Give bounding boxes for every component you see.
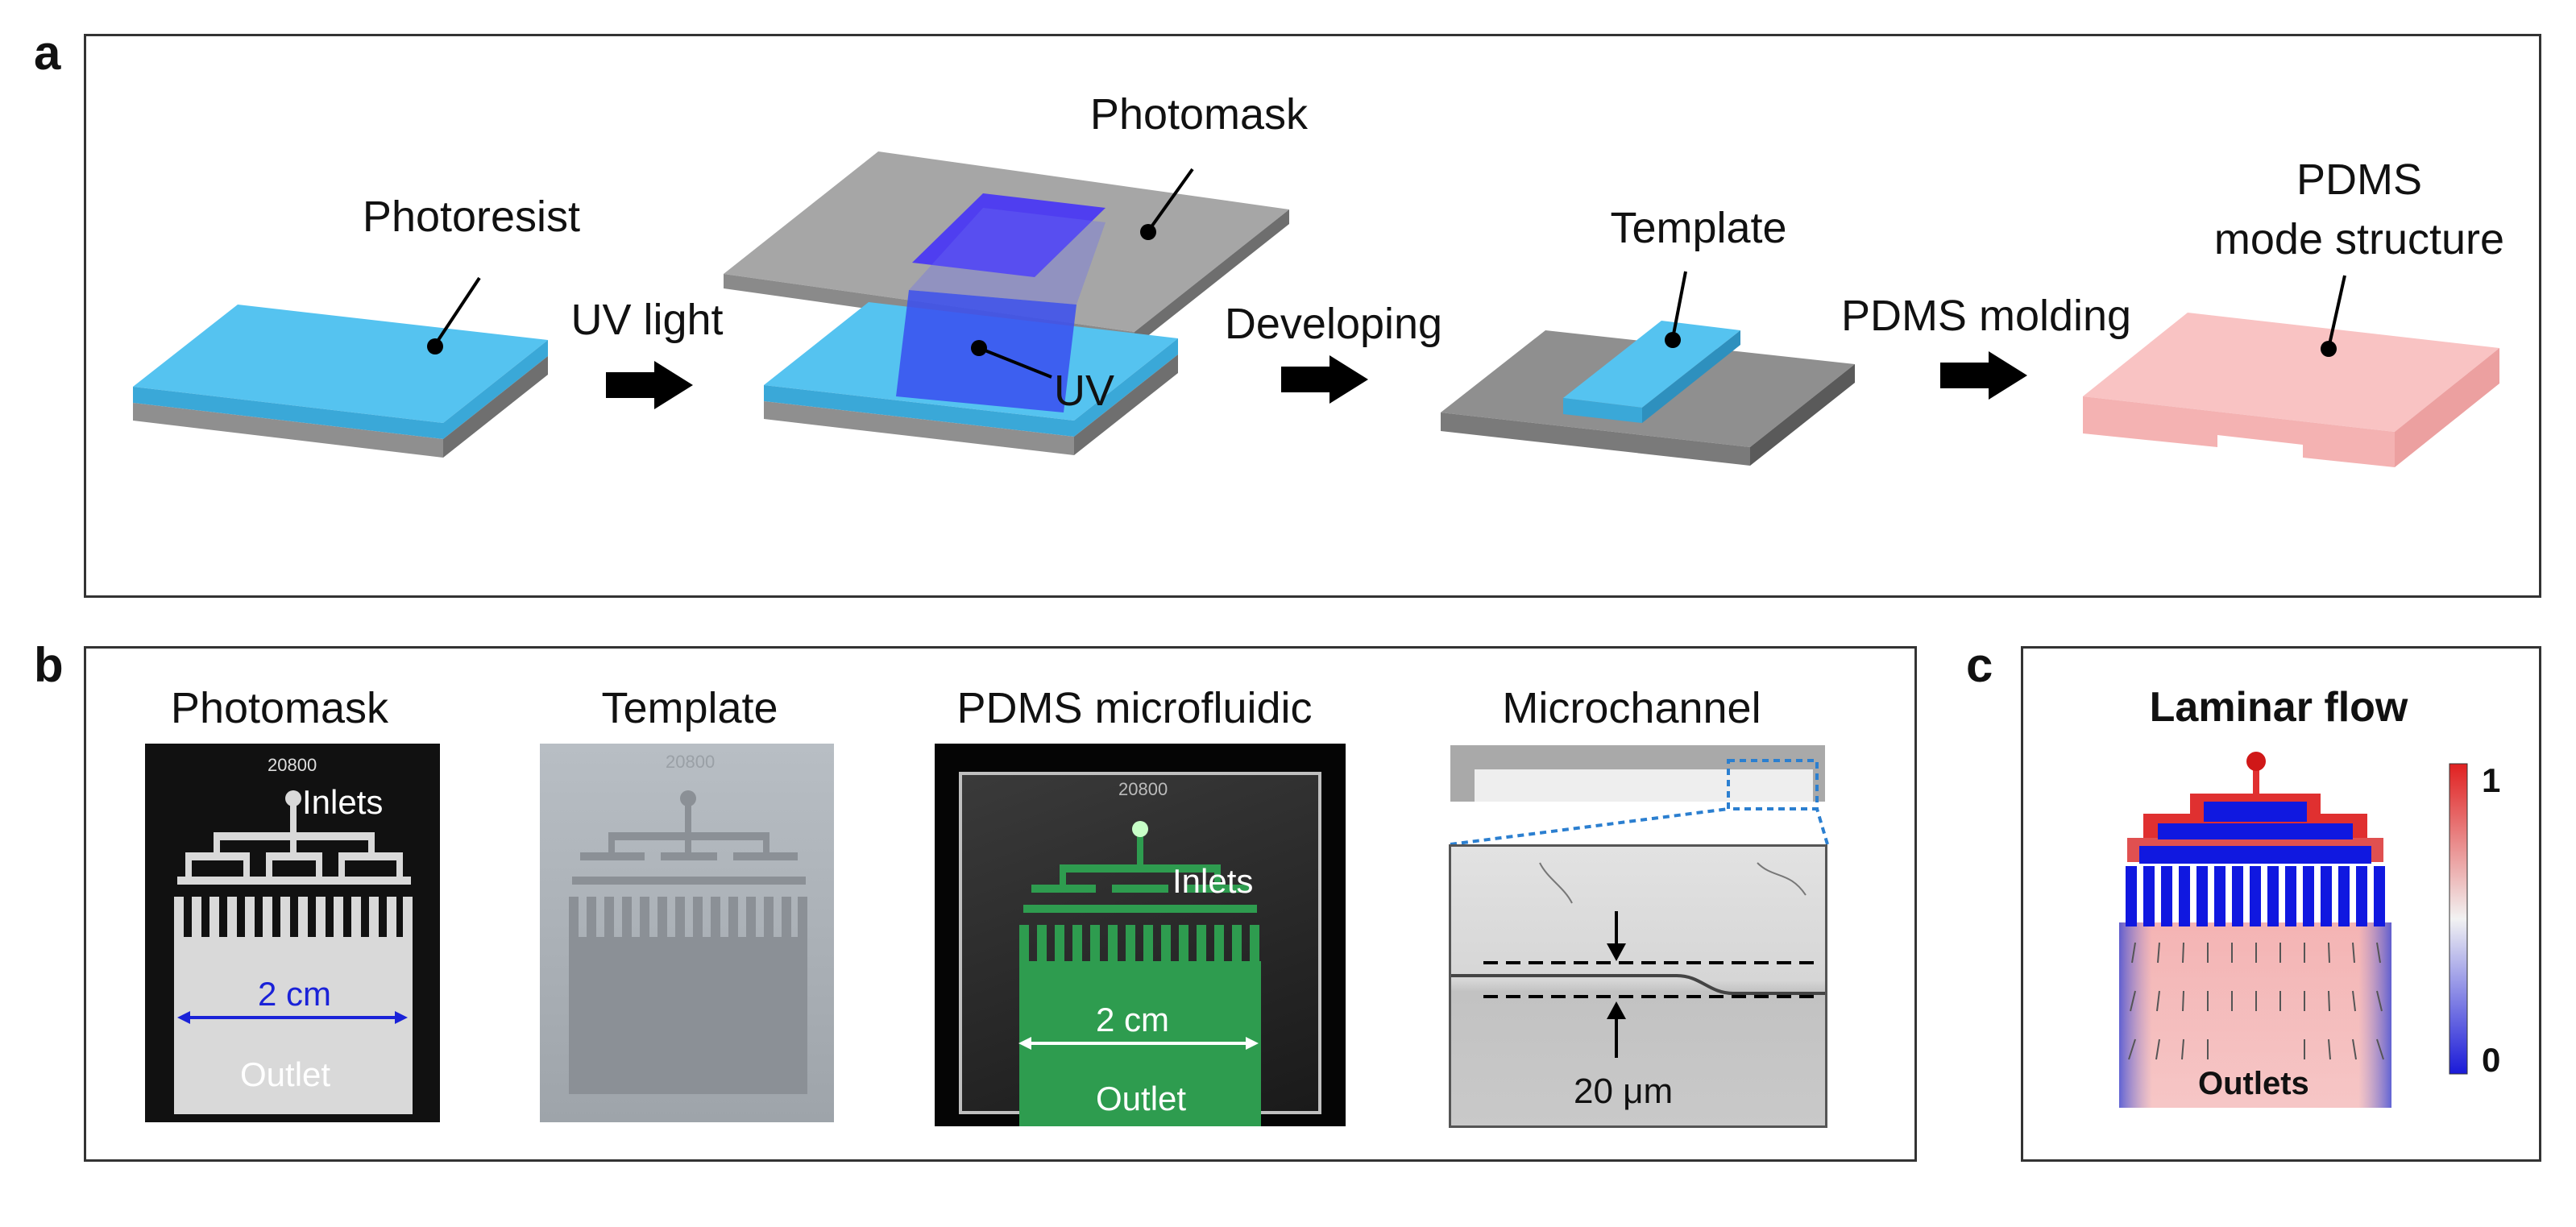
photomask-inlets-label: Inlets (302, 783, 384, 821)
template-pattern (569, 790, 807, 1094)
photoresist-slab (133, 305, 548, 458)
arrow-pdms-molding (1940, 351, 2027, 400)
template-slab (1441, 321, 1855, 466)
panel-letter-a: a (34, 26, 61, 80)
photomask-outlet-label: Outlet (240, 1055, 331, 1093)
pdms-scale-label: 2 cm (1096, 1001, 1170, 1038)
title-template-b: Template (601, 684, 778, 732)
title-photomask-b: Photomask (170, 684, 389, 732)
pdms-green-pattern (1018, 821, 1261, 1126)
microchannel-scale-label: 20 μm (1574, 1072, 1674, 1111)
panel-letter-c: c (1966, 638, 1993, 692)
colorbar-min-label: 0 (2482, 1041, 2501, 1079)
label-pdms-line2: mode structure (2213, 215, 2505, 263)
title-pdms-microfluidic: PDMS microfluidic (956, 684, 1313, 732)
label-uv: UV (1054, 367, 1115, 415)
panel-letter-b: b (34, 638, 64, 692)
label-pdms-molding: PDMS molding (1840, 292, 2132, 340)
laminar-flow-title: Laminar flow (2149, 684, 2408, 731)
arrow-uv-light (606, 361, 693, 409)
microchannel-photo: 20 μm (1449, 844, 1827, 1128)
pdms-inlets-label: Inlets (1172, 862, 1254, 900)
photomask-scale-label: 2 cm (258, 975, 332, 1013)
title-microchannel: Microchannel (1502, 684, 1761, 732)
template-photo: 20800 (540, 744, 834, 1122)
label-photomask-a: Photomask (1089, 90, 1309, 139)
photomask-scale-arrow (177, 1011, 408, 1024)
pdms-mold-slab (2083, 313, 2499, 467)
pdms-photo: 20800 Inlets 2 cm Outlet (935, 744, 1346, 1126)
pdms-chip-id: 20800 (1118, 779, 1168, 799)
laminar-outlets-label: Outlets (2198, 1066, 2309, 1101)
photomask-photo: 20800 Inlets Outlet 2 cm (145, 744, 440, 1122)
colorbar-max-label: 1 (2482, 761, 2501, 799)
photomask-chip-id: 20800 (268, 755, 317, 775)
label-uv-light: UV light (570, 296, 724, 344)
uv-exposed-slab (764, 208, 1178, 455)
photomask-pattern (174, 790, 413, 1114)
label-photoresist: Photoresist (362, 193, 581, 241)
template-chip-id: 20800 (666, 752, 716, 772)
label-developing: Developing (1224, 300, 1443, 348)
label-pdms-line1: PDMS (2296, 155, 2423, 204)
pdms-outlet-label: Outlet (1096, 1080, 1187, 1117)
microchannel-detail (1451, 862, 1825, 1058)
panel-a-frame (84, 34, 2541, 598)
arrow-developing (1281, 355, 1368, 404)
label-template-a: Template (1610, 204, 1787, 252)
